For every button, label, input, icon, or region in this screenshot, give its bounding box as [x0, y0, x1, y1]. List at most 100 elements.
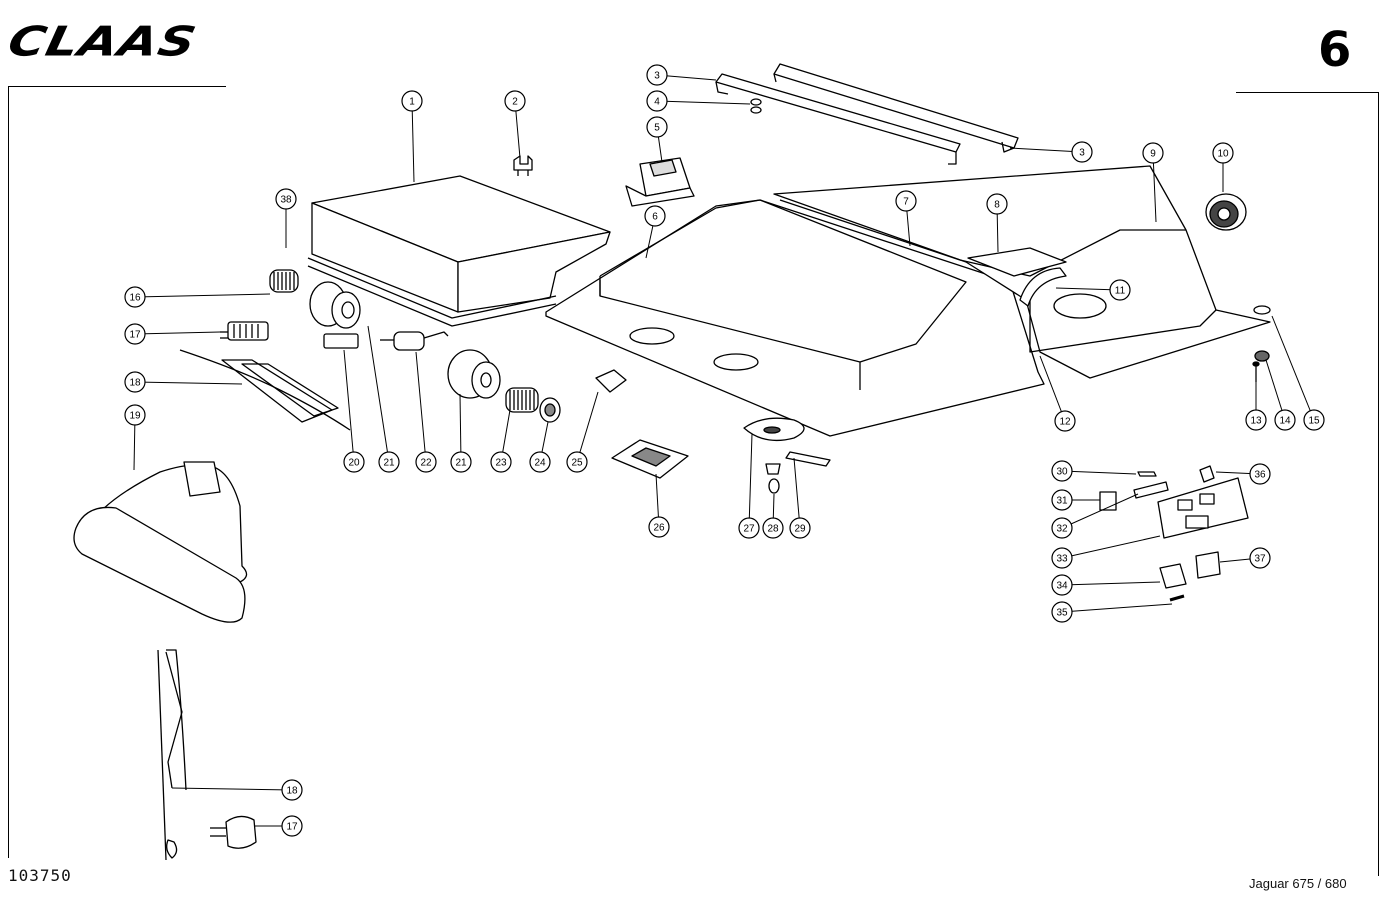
leader-line-3 — [1009, 147, 1083, 153]
callout-label-3: 3 — [654, 71, 660, 82]
leader-line-4 — [656, 100, 751, 105]
leader-line-30 — [1061, 470, 1137, 475]
callout-circle-21 — [450, 451, 472, 473]
leader-line-27 — [748, 433, 753, 529]
callout-circle-20 — [343, 451, 365, 473]
callout-label-24: 24 — [534, 458, 546, 469]
callout-label-23: 23 — [495, 458, 507, 469]
callout-circle-11 — [1109, 279, 1131, 301]
frame-line-right — [1378, 92, 1379, 876]
wiring-harness-part — [179, 349, 351, 431]
callout-circle-17 — [124, 323, 146, 345]
callout-circle-19 — [124, 404, 146, 426]
callout-circle-3 — [646, 64, 668, 86]
callout-circle-16 — [124, 286, 146, 308]
callout-label-37: 37 — [1254, 554, 1266, 565]
callout-circle-38 — [275, 188, 297, 210]
rotary-knob-part — [1205, 193, 1247, 231]
frame-line-top-left — [8, 86, 226, 87]
callout-circle-13 — [1245, 409, 1267, 431]
switch-panel-parts — [1099, 465, 1249, 602]
callout-circle-24 — [529, 451, 551, 473]
interior-lamp-parts — [743, 417, 831, 494]
callout-circle-14 — [1274, 409, 1296, 431]
leader-line-17 — [134, 331, 221, 335]
callout-label-11: 11 — [1115, 286, 1126, 297]
leader-line-12 — [1039, 355, 1066, 422]
callout-circle-2 — [504, 90, 526, 112]
callout-label-29: 29 — [794, 524, 806, 535]
callout-label-18: 18 — [129, 378, 141, 389]
callout-circle-10 — [1212, 142, 1234, 164]
callout-circle-34 — [1051, 574, 1073, 596]
callout-circle-22 — [415, 451, 437, 473]
leader-line-35 — [1061, 603, 1173, 613]
callout-circle-12 — [1054, 410, 1076, 432]
callout-label-2: 2 — [512, 97, 518, 108]
leader-line-21 — [459, 393, 462, 463]
fastener-parts — [1252, 305, 1271, 382]
filter-housing-part — [307, 175, 611, 327]
roof-panel-part — [545, 165, 1271, 437]
callout-circle-18 — [281, 779, 303, 801]
callout-circle-37 — [1249, 547, 1271, 569]
callout-label-34: 34 — [1056, 581, 1068, 592]
callout-label-35: 35 — [1056, 608, 1068, 619]
callout-label-38: 38 — [280, 195, 292, 206]
callout-label-12: 12 — [1059, 417, 1071, 428]
callout-label-13: 13 — [1250, 416, 1262, 427]
callout-circle-29 — [789, 517, 811, 539]
foam-block-part — [625, 157, 695, 207]
connector-part — [220, 321, 269, 341]
leader-line-1 — [411, 100, 415, 183]
leader-line-21 — [367, 325, 390, 463]
callout-label-10: 10 — [1217, 149, 1229, 160]
callout-label-25: 25 — [571, 458, 583, 469]
lower-harness-part — [157, 649, 257, 861]
callout-label-36: 36 — [1254, 470, 1266, 481]
leader-line-9 — [1152, 152, 1157, 223]
callout-label-14: 14 — [1279, 416, 1291, 427]
callout-label-7: 7 — [903, 197, 909, 208]
blower-motor-parts — [309, 281, 561, 423]
callout-circle-7 — [895, 190, 917, 212]
callout-label-8: 8 — [994, 200, 1000, 211]
callout-circle-17 — [281, 815, 303, 837]
callout-circle-18 — [124, 371, 146, 393]
callout-label-21: 21 — [383, 458, 395, 469]
callout-label-28: 28 — [767, 524, 779, 535]
callout-label-31: 31 — [1056, 496, 1068, 507]
leader-line-15 — [1271, 315, 1315, 421]
callout-label-32: 32 — [1056, 524, 1068, 535]
callout-circle-33 — [1051, 547, 1073, 569]
callout-label-20: 20 — [348, 458, 360, 469]
callout-label-16: 16 — [129, 293, 141, 304]
blower-wheel-parts — [269, 269, 539, 413]
callout-circle-3 — [1071, 141, 1093, 163]
leader-line-25 — [576, 391, 599, 463]
callout-label-33: 33 — [1056, 554, 1068, 565]
leader-line-32 — [1061, 493, 1139, 529]
leader-line-18 — [171, 787, 293, 791]
clip-part — [513, 155, 533, 176]
callout-circle-5 — [646, 116, 668, 138]
bracket-parts — [715, 63, 1019, 165]
leader-line-22 — [415, 351, 427, 463]
callout-circle-21 — [378, 451, 400, 473]
callout-circle-35 — [1051, 601, 1073, 623]
callout-label-3: 3 — [1079, 148, 1085, 159]
leader-line-11 — [1055, 287, 1121, 291]
callout-circle-32 — [1051, 517, 1073, 539]
callout-label-4: 4 — [654, 97, 660, 108]
leader-line-18 — [134, 381, 243, 385]
callout-circle-4 — [646, 90, 668, 112]
callout-label-6: 6 — [652, 212, 658, 223]
callout-circle-23 — [490, 451, 512, 473]
callout-label-22: 22 — [420, 458, 432, 469]
leader-line-29 — [793, 457, 801, 529]
callout-label-30: 30 — [1056, 467, 1068, 478]
frame-line-top-right — [1236, 92, 1378, 93]
callout-label-17: 17 — [129, 330, 141, 341]
leader-line-16 — [134, 293, 271, 298]
